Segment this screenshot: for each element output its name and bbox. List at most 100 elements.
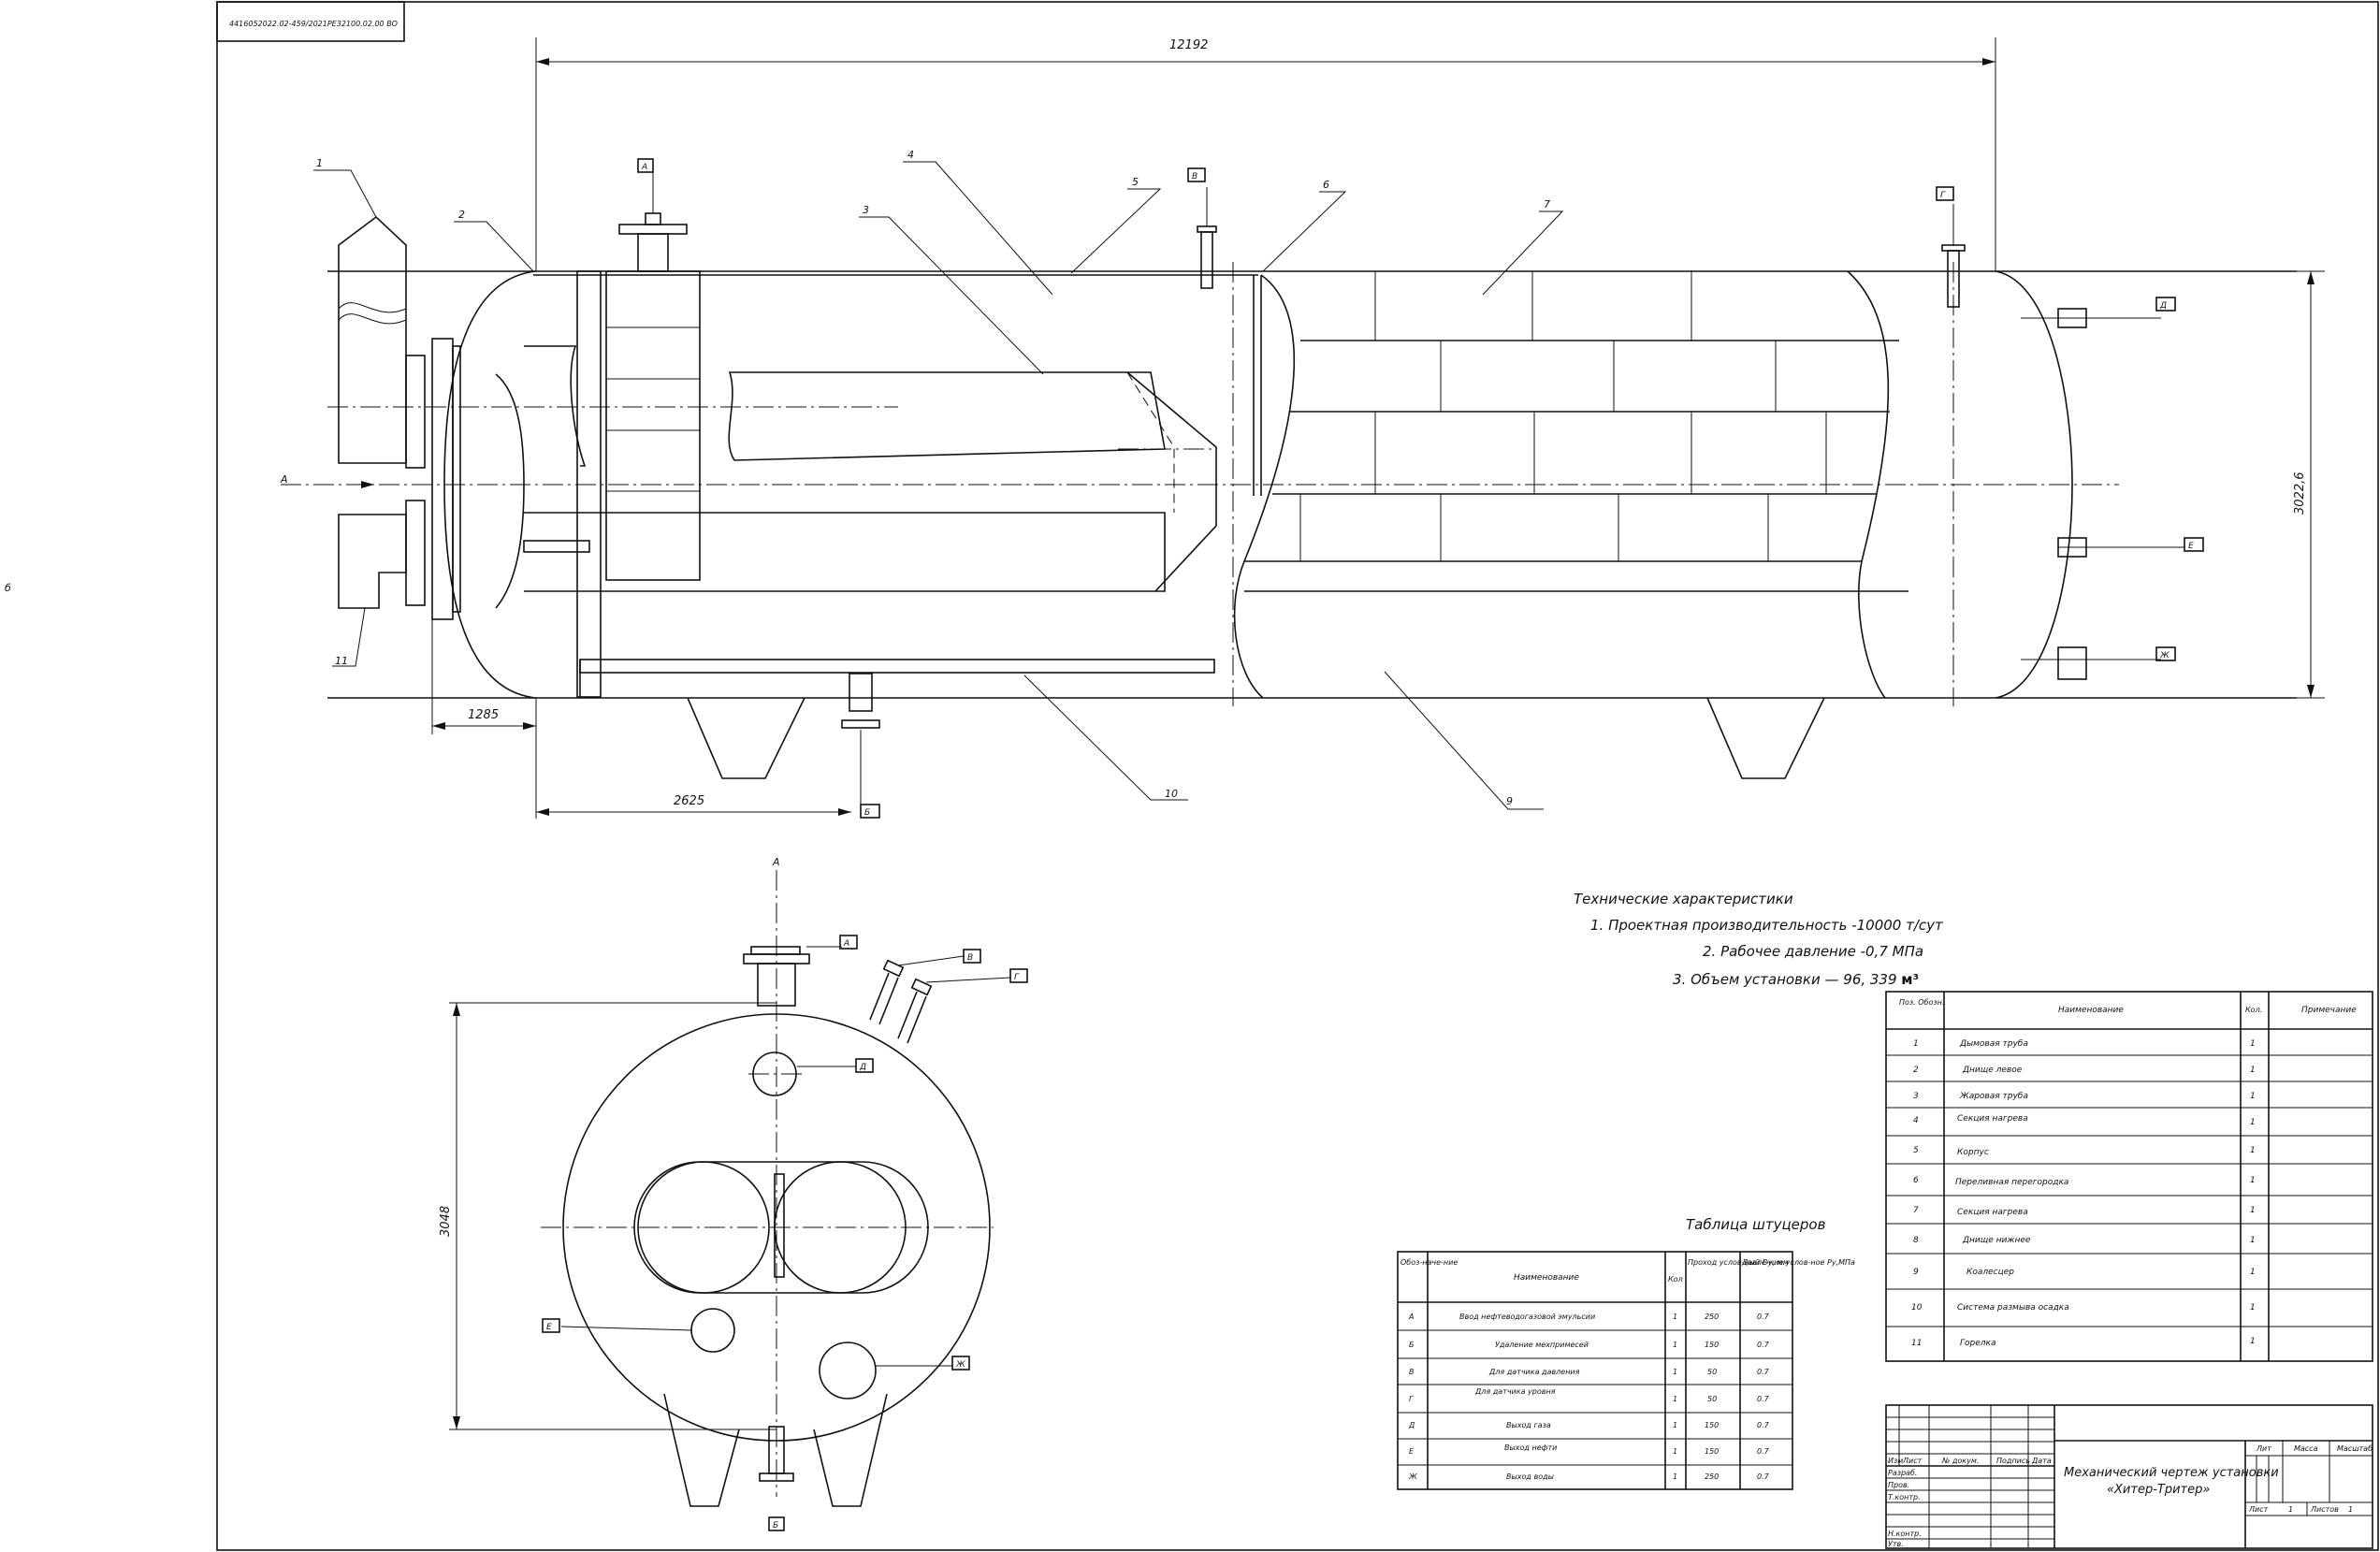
tech-characteristics: Технические характеристики 1. Проектная …	[1574, 891, 1944, 988]
nt-cell: 1	[1673, 1395, 1677, 1403]
nozzle-mark-d-end: Д	[859, 1063, 866, 1072]
drawing-frame	[216, 1, 2379, 1551]
spec-cell: 1	[2250, 1236, 2256, 1245]
tb-title-2: «Хитер-Тритер»	[2107, 1483, 2210, 1497]
spec-header-pos: Поз. Обозн.	[1899, 998, 1944, 1007]
tb-scale: Масштаб	[2337, 1444, 2373, 1453]
spec-cell: 1	[2250, 1092, 2256, 1101]
nt-header-pn: Давле-ние услов-ное Ру,МПа	[1741, 1258, 1855, 1267]
nt-cell: А	[1408, 1313, 1414, 1321]
pos-label-1: 1	[316, 157, 323, 169]
nozzle-mark-g-side: Г	[1940, 191, 1946, 200]
spec-cell: Корпус	[1957, 1148, 1989, 1157]
spec-cell: Жаровая труба	[1959, 1092, 2028, 1101]
tech-line-2: 2. Рабочее давление -0,7 МПа	[1703, 943, 1923, 960]
spec-rows: 1 Дымовая труба 1 2 Днище левое 1 3 Жаро…	[1911, 1039, 2256, 1348]
spec-cell: 9	[1913, 1268, 1919, 1277]
pos-label-5: 5	[1132, 176, 1139, 188]
tb-row-prov: Пров.	[1888, 1481, 1909, 1489]
nt-header-name: Наименование	[1514, 1273, 1579, 1283]
tb-sheet: Лист	[2248, 1505, 2269, 1514]
dim-left-offset: 1285	[468, 708, 499, 722]
nt-cell: 0.7	[1757, 1472, 1770, 1481]
dim-overall-length: 12192	[1169, 38, 1208, 52]
side-mark: б	[5, 582, 11, 594]
spec-cell: 5	[1913, 1146, 1919, 1155]
nozzle-mark-g-end: Г	[1014, 973, 1020, 982]
nt-cell: Выход нефти	[1504, 1443, 1557, 1452]
spec-cell: 1	[1913, 1039, 1919, 1049]
spec-cell: 8	[1913, 1236, 1919, 1245]
tb-sheets-num: 1	[2348, 1505, 2353, 1514]
spec-cell: 10	[1911, 1303, 1923, 1313]
spec-cell: Переливная перегородка	[1955, 1178, 2068, 1187]
spec-cell: 7	[1913, 1206, 1919, 1215]
nt-cell: Е	[1409, 1447, 1415, 1456]
tech-title: Технические характеристики	[1574, 891, 1793, 907]
nozzle-table: Таблица штуцеров Обоз-наче-ние Наименова…	[1397, 1216, 1855, 1490]
nt-cell: 0.7	[1757, 1421, 1770, 1429]
spec-cell: 1	[2250, 1146, 2256, 1155]
nozzle-mark-e-end: Е	[546, 1323, 552, 1332]
nt-cell: 0.7	[1757, 1341, 1770, 1349]
tech-line-3: 3. Объем установки — 96, 339 м³	[1673, 971, 1919, 988]
code-box	[216, 1, 405, 42]
pos-label-6: 6	[1323, 179, 1329, 191]
nozzle-mark-a-side: А	[641, 163, 647, 172]
tb-col-sign: Подпись	[1996, 1457, 2030, 1465]
nt-cell: Выход воды	[1506, 1472, 1554, 1481]
tb-col-date: Дата	[2031, 1457, 2052, 1465]
nt-cell: 1	[1673, 1341, 1677, 1349]
spec-cell: 3	[1913, 1092, 1919, 1101]
nt-cell: Д	[1408, 1421, 1415, 1429]
nt-cell: 1	[1673, 1313, 1677, 1321]
nt-cell: Ввод нефтеводогазовой эмульсии	[1459, 1313, 1595, 1321]
nt-cell: Для датчика уровня	[1474, 1387, 1556, 1396]
nt-cell: Ж	[1408, 1472, 1417, 1481]
spec-header-qty: Кол.	[2245, 1006, 2262, 1014]
spec-header-note: Примечание	[2301, 1006, 2357, 1015]
tb-row-nkontr: Н.контр.	[1888, 1530, 1922, 1538]
nozzle-mark-zh-end: Ж	[955, 1360, 965, 1370]
nt-cell: 1	[1673, 1447, 1677, 1456]
pos-label-11: 11	[335, 655, 348, 667]
spec-cell: 1	[2250, 1066, 2256, 1075]
pos-label-2: 2	[458, 209, 465, 221]
spec-cell: 1	[2250, 1337, 2256, 1346]
nt-rows: А Ввод нефтеводогазовой эмульсии 1 250 0…	[1408, 1313, 1770, 1481]
nt-cell: 0.7	[1757, 1313, 1770, 1321]
spec-cell: Горелка	[1960, 1339, 1995, 1348]
spec-cell: 1	[2250, 1206, 2256, 1215]
nt-cell: Г	[1409, 1395, 1414, 1403]
end-view: А А В Г Д Е Ж	[439, 856, 1028, 1531]
spec-cell: Дымовая труба	[1959, 1039, 2028, 1049]
tb-sheets: Листов	[2310, 1505, 2339, 1514]
tb-title-1: Механический чертеж установки	[2064, 1466, 2279, 1480]
nozzle-mark-b-side: Б	[864, 808, 870, 818]
pos-label-4: 4	[907, 149, 914, 161]
nt-header-dn: Проход услов-ный Dу, мм	[1688, 1258, 1789, 1267]
tb-row-tkontr: Т.контр.	[1888, 1493, 1921, 1501]
nozzle-mark-v-end: В	[967, 953, 973, 963]
nozzle-mark-zh-side: Ж	[2159, 651, 2170, 660]
nt-cell: 250	[1705, 1313, 1719, 1321]
nt-cell: 250	[1705, 1472, 1719, 1481]
spec-cell: 11	[1911, 1339, 1922, 1348]
nt-cell: 1	[1673, 1368, 1677, 1376]
nt-cell: Б	[1409, 1341, 1415, 1349]
pos-label-7: 7	[1544, 198, 1550, 210]
nt-cell: 1	[1673, 1472, 1677, 1481]
nt-cell: 150	[1705, 1421, 1719, 1429]
nt-cell: 0.7	[1757, 1368, 1770, 1376]
spec-header-name: Наименование	[2058, 1006, 2124, 1015]
tb-col-list: Лист	[1902, 1457, 1923, 1465]
tb-col-doc: № докум.	[1941, 1457, 1979, 1465]
nozzle-table-title: Таблица штуцеров	[1686, 1216, 1826, 1233]
tb-mass: Масса	[2294, 1444, 2318, 1453]
section-mark-a: А	[280, 473, 288, 486]
nozzle-mark-a-end: А	[843, 939, 849, 949]
spec-cell: Коалесцер	[1966, 1268, 2014, 1277]
spec-cell: 4	[1913, 1116, 1919, 1125]
spec-cell: Днище левое	[1962, 1066, 2023, 1075]
